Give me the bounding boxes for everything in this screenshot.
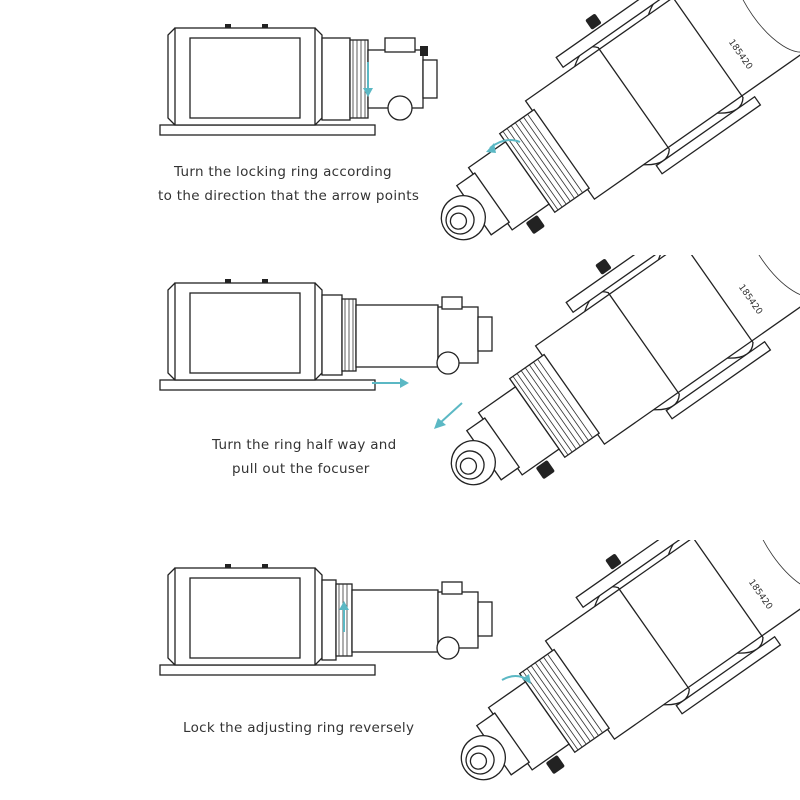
step-3-rotation-arrow-icon [501,674,531,684]
step-3-ring-arrow-icon [339,601,349,632]
telescope-drawing [411,540,800,800]
step-2-caption-line-1: Turn the ring half way and [212,437,397,453]
step-1-rotation-arrow-icon [486,139,521,153]
focuser-drawing [321,37,438,121]
step-3-illustration [159,540,800,800]
step-3-panel: Lock the adjusting ring reversely [0,540,800,800]
step-1-caption-line-1: Turn the locking ring according [174,164,392,180]
focuser-locked-drawing [321,579,493,661]
step-2-panel: Turn the ring half way and pull out the … [0,255,800,515]
telescope-drawing [391,0,800,260]
step-3-caption: Lock the adjusting ring reversely [183,716,414,740]
step-2-pull-arrow-icon [372,378,409,388]
telescope-drawing [401,255,800,515]
step-3-caption-line-1: Lock the adjusting ring reversely [183,720,415,736]
step-1-ring-arrow-icon [363,62,373,97]
step-2-diagonal-arrow-icon [434,402,463,429]
step-1-caption-line-2: to the direction that the arrow points [158,188,420,204]
step-2-caption-line-2: pull out the focuser [232,461,370,477]
step-1-caption: Turn the locking ring according to the d… [158,160,419,208]
step-2-caption: Turn the ring half way and pull out the … [212,433,397,481]
step-2-illustration [159,255,800,515]
step-1-panel: Turn the locking ring according to the d… [0,0,800,260]
focuser-extended-drawing [321,294,493,376]
step-1-illustration [159,0,800,260]
